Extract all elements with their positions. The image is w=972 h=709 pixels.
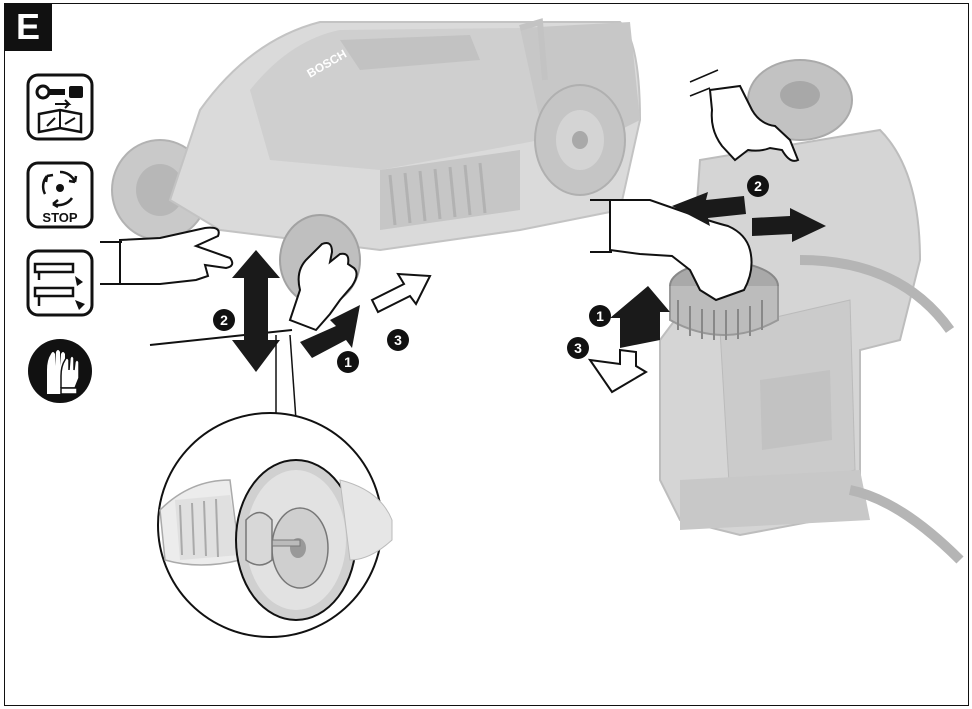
arrow-step-3-right: [590, 350, 646, 392]
step-2-left: 2: [220, 312, 228, 328]
mower-right: [660, 60, 960, 560]
step-3-left: 3: [394, 332, 402, 348]
left-glove: [100, 228, 232, 284]
step-1-right: 1: [596, 308, 604, 324]
step-2-right: 2: [754, 178, 762, 194]
detail-magnifier: [158, 413, 392, 637]
arrow-step-3-left: [372, 274, 430, 312]
step-1-left: 1: [344, 354, 352, 370]
step-3-right: 3: [574, 340, 582, 356]
arrow-updown: [232, 250, 280, 372]
